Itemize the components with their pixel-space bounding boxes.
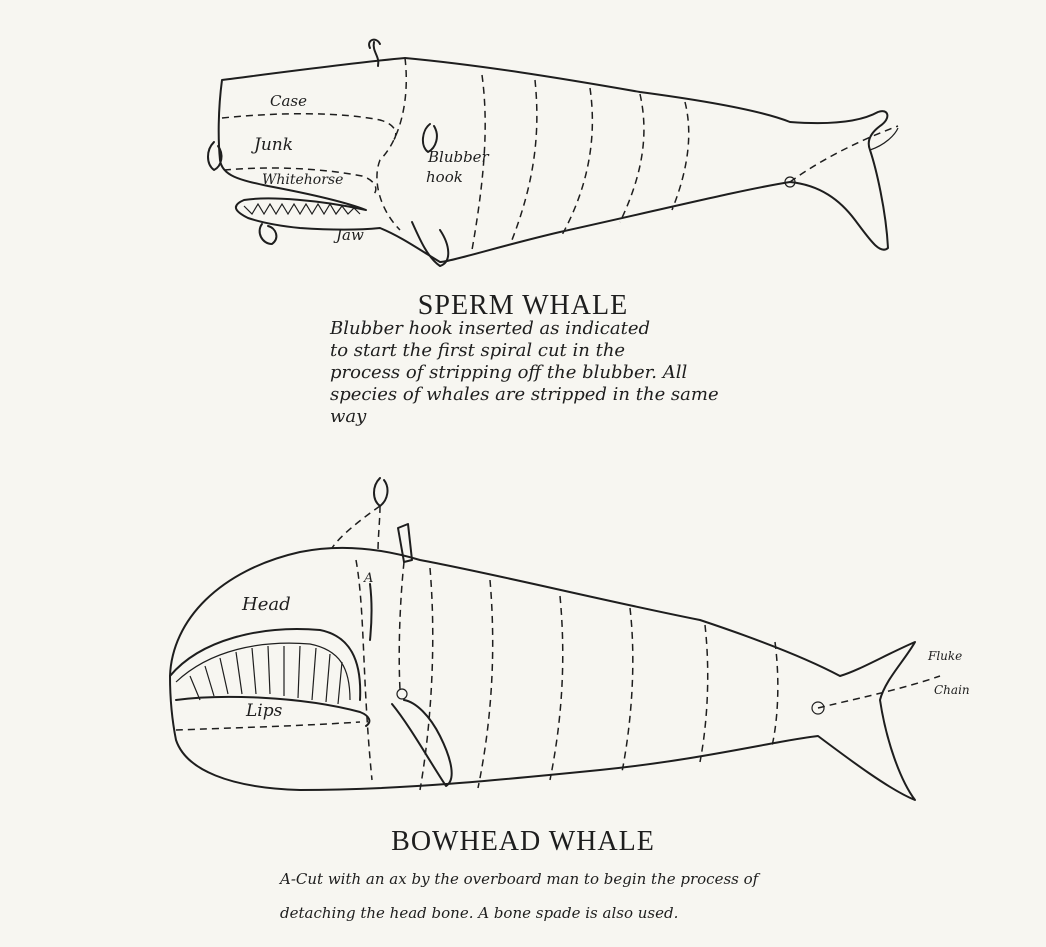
sperm-cut-line bbox=[510, 80, 537, 245]
bowhead-baleen-hatching bbox=[190, 646, 342, 704]
sperm-caption-line: species of whales are stripped in the sa… bbox=[330, 384, 750, 406]
sperm-cut-line bbox=[672, 102, 689, 210]
bowhead-whale-body bbox=[170, 548, 915, 800]
sperm-caption-line: way bbox=[330, 406, 750, 428]
bowhead-cut-line bbox=[772, 642, 778, 746]
sperm-case-boundary bbox=[222, 114, 396, 142]
bowhead-cut-line bbox=[622, 608, 633, 772]
sperm-whale-caption: Blubber hook inserted as indicated to st… bbox=[330, 318, 750, 428]
bowhead-cut-line bbox=[700, 625, 708, 762]
sperm-fluke-chain bbox=[790, 126, 898, 182]
label-head: Head bbox=[241, 594, 291, 615]
sperm-whale-body bbox=[219, 58, 888, 262]
sperm-cut-line bbox=[562, 88, 592, 235]
bowhead-caption-line: detaching the head bone. A bone spade is… bbox=[280, 896, 840, 930]
label-lips: Lips bbox=[245, 701, 283, 721]
label-junk: Junk bbox=[251, 135, 293, 155]
bowhead-whale-title: BOWHEAD WHALE bbox=[0, 826, 1046, 858]
label-whitehorse: Whitehorse bbox=[262, 172, 343, 188]
bowhead-head-chain bbox=[332, 506, 380, 552]
bowhead-fluke-chain bbox=[818, 676, 940, 708]
sperm-caption-line: process of stripping off the blubber. Al… bbox=[330, 362, 750, 384]
sperm-cut-line bbox=[620, 94, 644, 222]
label-fluke-chain-line1: Fluke bbox=[927, 649, 962, 663]
sperm-flipper bbox=[412, 222, 448, 266]
bowhead-chain-ring bbox=[397, 689, 407, 699]
label-fluke-chain-line2: Chain bbox=[934, 683, 970, 697]
sperm-whale-drawing: Case Junk Whitehorse Blubber hook Jaw bbox=[208, 40, 898, 266]
sperm-caption-line: Blubber hook inserted as indicated bbox=[330, 318, 750, 340]
label-jaw: Jaw bbox=[333, 226, 364, 244]
sperm-caption-line: to start the first spiral cut in the bbox=[330, 340, 750, 362]
bowhead-cut-line bbox=[550, 596, 563, 780]
sperm-head-seam bbox=[377, 58, 406, 230]
bowhead-flipper bbox=[392, 700, 452, 786]
label-case: Case bbox=[270, 92, 307, 110]
bowhead-head-hook bbox=[374, 478, 387, 506]
bowhead-cut-line bbox=[478, 580, 493, 788]
bowhead-lip-dash bbox=[176, 722, 360, 730]
bowhead-caption-line: A-Cut with an ax by the overboard man to… bbox=[280, 862, 840, 896]
label-blubber-hook-line1: Blubber bbox=[427, 148, 490, 166]
bowhead-a-cut bbox=[370, 584, 372, 640]
bowhead-baleen-inner bbox=[176, 643, 350, 700]
sperm-jaw-hook bbox=[260, 224, 277, 244]
label-blubber-hook-line2: hook bbox=[426, 168, 463, 186]
bowhead-spade-chain bbox=[399, 562, 404, 690]
bowhead-whale-caption: A-Cut with an ax by the overboard man to… bbox=[280, 862, 840, 930]
bowhead-whale-drawing: Head Lips A Fluke Chain bbox=[170, 478, 970, 800]
label-a-cut: A bbox=[363, 571, 373, 586]
